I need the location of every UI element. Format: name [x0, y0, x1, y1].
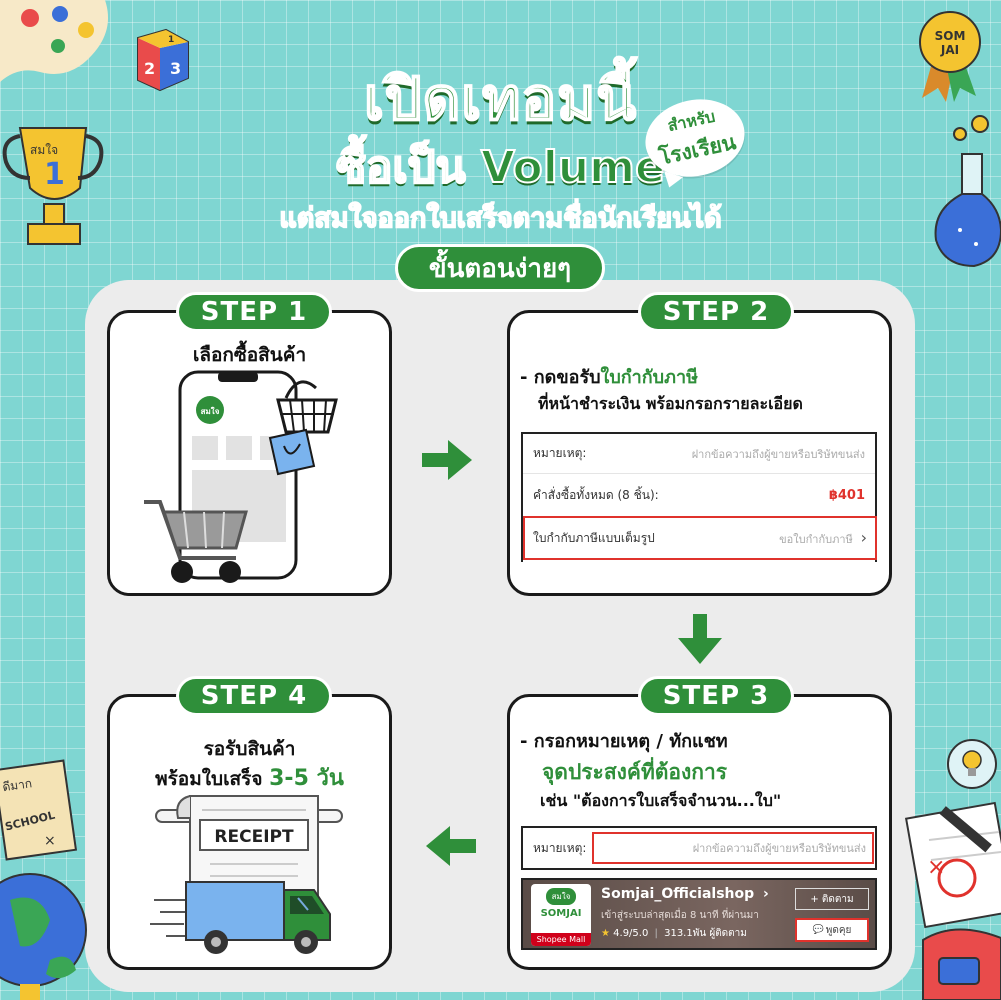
- sub-title: ซื้อเป็น Volume: [335, 141, 666, 194]
- step2-label: STEP 2: [638, 292, 794, 332]
- note-row: หมายเหตุ: ฝากข้อความถึงผู้ขายหรือบริษัทข…: [523, 434, 875, 474]
- shop-followers: 313.1พัน ผู้ติดตาม: [664, 928, 747, 939]
- step2-line1: - กดขอรับใบกำกับภาษี: [520, 362, 880, 391]
- chat-icon: 💬: [812, 925, 824, 935]
- receipt-truck-illustration: RECEIPT: [150, 795, 343, 954]
- svg-text:×: ×: [44, 833, 56, 849]
- block-number-2: 2: [144, 59, 155, 78]
- svg-text:×: ×: [927, 855, 945, 880]
- shop-stats: ★ 4.9/5.0 | 313.1พัน ผู้ติดตาม: [601, 928, 747, 939]
- tax-invoice-action-text: ขอใบกำกับภาษี: [779, 533, 853, 546]
- medal-text-2: JAI: [940, 43, 959, 57]
- follow-button[interactable]: + ติดตาม: [795, 888, 869, 910]
- order-total-row: คำสั่งซื้อทั้งหมด (8 ชิ้น): ฿401: [523, 474, 875, 518]
- shopping-phone-illustration: สมใจ: [144, 370, 338, 583]
- arrow-right-icon: [422, 440, 472, 480]
- shop-rating: 4.9/5.0: [613, 928, 649, 939]
- board-text-1: ดีมาก: [2, 776, 33, 794]
- shop-banner: สมใจ SOMJAI Shopee Mall Somjai_Officials…: [521, 878, 877, 950]
- shop-name: Somjai_Officialshop: [601, 886, 755, 902]
- tax-invoice-label: ใบกำกับภาษีแบบเต็มรูป: [533, 530, 655, 545]
- block-number-1: 1: [168, 35, 174, 45]
- star-icon: ★: [601, 928, 610, 939]
- lightbulb-icon: [947, 739, 997, 789]
- note-row-label: หมายเหตุ:: [533, 446, 587, 460]
- shop-name-row[interactable]: Somjai_Officialshop ›: [601, 886, 769, 902]
- shop-logo-brand: SOMJAI: [540, 908, 582, 919]
- chat-button-label: พูดคุย: [825, 924, 852, 936]
- chevron-right-icon: ›: [860, 528, 867, 547]
- step1-card: [107, 310, 392, 596]
- arrow-left-icon: [426, 826, 476, 866]
- note-input[interactable]: ฝากข้อความถึงผู้ขายหรือบริษัทขนส่ง: [592, 832, 874, 864]
- step3-label: STEP 3: [638, 676, 794, 716]
- shop-status: เข้าสู่ระบบล่าสุดเมื่อ 8 นาที ที่ผ่านมา: [601, 910, 759, 921]
- number-blocks-icon: 1 2 3: [137, 28, 189, 92]
- step4-line2-prefix: พร้อมใบเสร็จ: [155, 768, 263, 790]
- trophy-label: สมใจ: [30, 143, 58, 157]
- order-total-value: ฿401: [828, 488, 865, 503]
- step3-line2: จุดประสงค์ที่ต้องการ: [542, 760, 728, 784]
- arrow-down-icon: [678, 614, 722, 664]
- shop-logo: สมใจ SOMJAI Shopee Mall: [531, 884, 591, 946]
- note-label: หมายเหตุ:: [533, 840, 587, 855]
- note-input-placeholder: ฝากข้อความถึงผู้ขายหรือบริษัทขนส่ง: [692, 842, 866, 855]
- trophy-icon: สมใจ 1: [2, 127, 104, 245]
- steps-heading-pill: ขั้นตอนง่ายๆ: [395, 244, 605, 292]
- flask-icon: [934, 115, 1001, 268]
- shop-logo-mall: Shopee Mall: [531, 933, 591, 946]
- medal-icon: SOM JAI: [919, 11, 981, 102]
- tax-invoice-row[interactable]: ใบกำกับภาษีแบบเต็มรูป ขอใบกำกับภาษี ›: [523, 516, 877, 560]
- step2-line2: ที่หน้าชำระเงิน พร้อมกรอกรายละเอียด: [538, 394, 803, 413]
- palette-icon: [0, 0, 109, 82]
- step3-line3: เช่น "ต้องการใบเสร็จจำนวน...ใบ": [540, 791, 782, 810]
- step4-line1: รอรับสินค้า: [203, 738, 296, 760]
- notebook-icon: ×: [905, 801, 1001, 1000]
- school-board-icon: ดีมาก SCHOOL ×: [0, 759, 78, 861]
- step1-label: STEP 1: [176, 292, 332, 332]
- phone-logo-text: สมใจ: [201, 406, 220, 416]
- receipt-text: RECEIPT: [214, 827, 294, 847]
- step2-line1-highlight: ใบกำกับภาษี: [600, 367, 698, 388]
- step3-line1: - กรอกหมายเหตุ / ทักแชท: [520, 731, 728, 752]
- trophy-number: 1: [44, 157, 65, 192]
- tax-invoice-action[interactable]: ขอใบกำกับภาษี ›: [779, 528, 867, 548]
- block-number-3: 3: [170, 59, 181, 78]
- main-title: เปิดเทอมนี้: [363, 64, 638, 134]
- chat-button[interactable]: 💬 พูดคุย: [795, 918, 869, 942]
- step4-line2-highlight: 3-5 วัน: [269, 766, 344, 791]
- step1-heading: เลือกซื้อสินค้า: [192, 344, 307, 366]
- step2-line1-prefix: - กดขอรับ: [520, 367, 601, 388]
- step4-label: STEP 4: [176, 676, 332, 716]
- chevron-right-icon: ›: [763, 886, 769, 902]
- note-row-placeholder[interactable]: ฝากข้อความถึงผู้ขายหรือบริษัทขนส่ง: [691, 447, 865, 461]
- globe-icon: [0, 873, 87, 1000]
- shop-logo-top: สมใจ: [545, 888, 577, 905]
- order-total-label: คำสั่งซื้อทั้งหมด (8 ชิ้น):: [533, 488, 659, 502]
- step4-line2: พร้อมใบเสร็จ 3-5 วัน: [107, 760, 392, 795]
- tagline: แต่สมใจออกใบเสร็จตามชื่อนักเรียนได้: [279, 202, 723, 235]
- medal-text-1: SOM: [935, 29, 966, 43]
